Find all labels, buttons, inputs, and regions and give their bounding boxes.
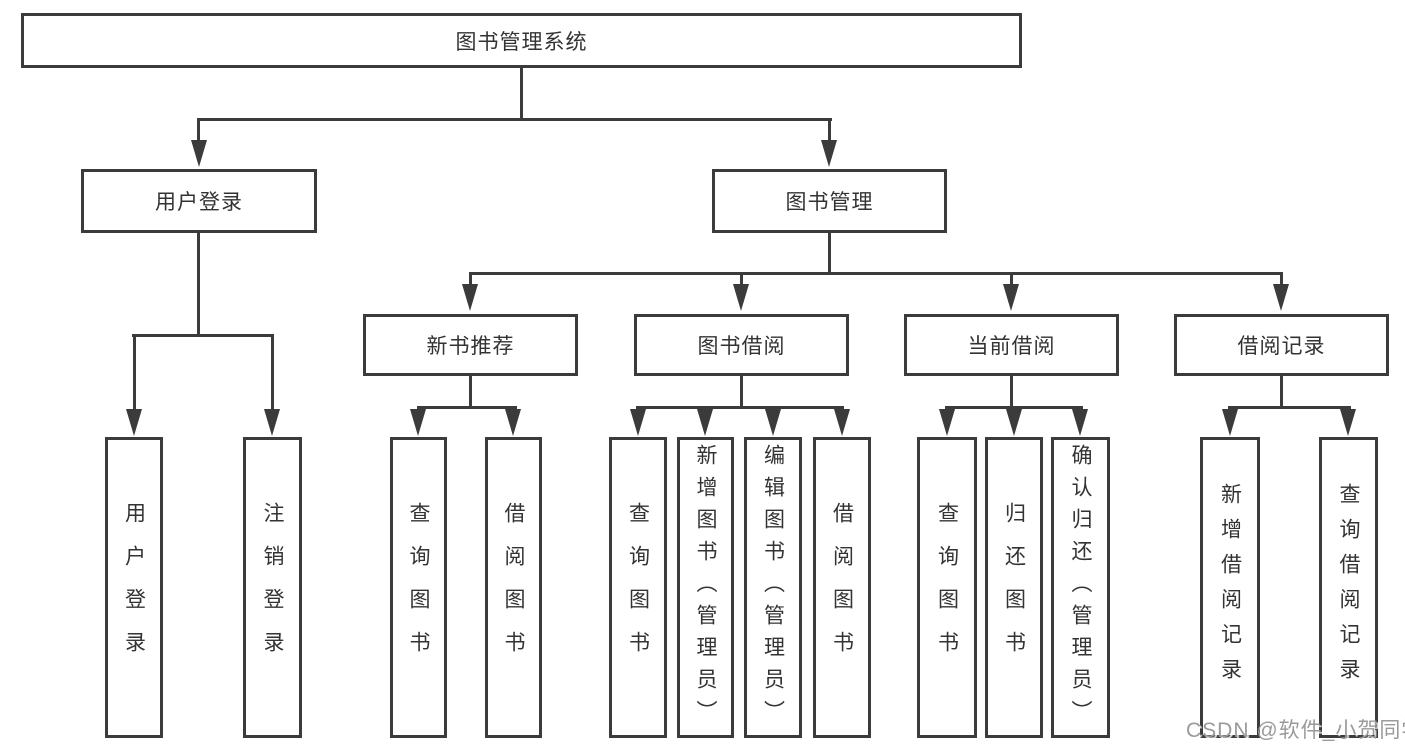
leaf-return-books-label: 归还图书 <box>1002 501 1026 674</box>
node-borrow-records: 借阅记录 <box>1174 314 1389 376</box>
arrow-down-icon <box>126 409 142 436</box>
arrow-down-icon <box>505 409 521 436</box>
leaf-borrow-books: 借阅图书 <box>813 437 871 738</box>
arrow-down-icon <box>733 284 749 311</box>
leaf-borrow-books-label: 借阅图书 <box>830 501 854 674</box>
leaf-query-borrow-record: 查询借阅记录 <box>1319 437 1378 738</box>
leaf-query-books-borrow: 查询图书 <box>609 437 667 738</box>
node-new-book-recommend: 新书推荐 <box>363 314 578 376</box>
connector-records-rail <box>1228 406 1351 409</box>
arrow-down-icon <box>630 409 646 436</box>
arrow-down-icon <box>191 140 207 167</box>
leaf-borrow-books-recommend-label: 借阅图书 <box>502 501 525 674</box>
node-new-book-recommend-label: 新书推荐 <box>426 335 515 358</box>
connector-drop-book-management <box>828 118 831 143</box>
arrow-down-icon <box>1003 284 1019 311</box>
leaf-return-books: 归还图书 <box>985 437 1043 738</box>
connector-drop-recommend <box>469 272 472 286</box>
leaf-confirm-return-admin-label: 确认归还（管理员） <box>1069 443 1092 732</box>
leaf-query-books-recommend-label: 查询图书 <box>407 501 430 674</box>
leaf-user-login: 用户登录 <box>105 437 163 738</box>
leaf-add-book-admin: 新增图书（管理员） <box>677 437 734 738</box>
leaf-add-borrow-record-label: 新增借阅记录 <box>1218 482 1242 693</box>
connector-borrow-stem <box>740 376 743 408</box>
arrow-down-icon <box>1072 409 1088 436</box>
node-user-login: 用户登录 <box>81 169 317 233</box>
leaf-query-books-recommend: 查询图书 <box>390 437 447 738</box>
leaf-logout-label: 注销登录 <box>261 501 284 674</box>
arrow-down-icon <box>1273 284 1289 311</box>
arrow-down-icon <box>1222 409 1238 436</box>
node-book-management-label: 图书管理 <box>785 191 874 214</box>
leaf-add-borrow-record: 新增借阅记录 <box>1200 437 1260 738</box>
arrow-down-icon <box>264 409 280 436</box>
connector-drop-borrow <box>740 272 743 286</box>
leaf-logout: 注销登录 <box>243 437 302 738</box>
leaf-query-borrow-record-label: 查询借阅记录 <box>1337 482 1360 693</box>
leaf-confirm-return-admin: 确认归还（管理员） <box>1051 437 1110 738</box>
leaf-query-books-current-label: 查询图书 <box>935 501 959 674</box>
node-book-borrow-label: 图书借阅 <box>697 335 786 358</box>
node-user-login-label: 用户登录 <box>155 191 243 214</box>
arrow-down-icon <box>410 409 426 436</box>
connector-borrow-rail <box>636 406 844 409</box>
connector-mgmt-rail <box>469 272 1283 275</box>
arrow-down-icon <box>1340 409 1356 436</box>
arrow-down-icon <box>821 140 837 167</box>
connector-login-rail <box>132 334 274 337</box>
arrow-down-icon <box>765 409 781 436</box>
node-current-borrow-label: 当前借阅 <box>967 335 1056 358</box>
leaf-add-book-admin-label: 新增图书（管理员） <box>694 443 717 732</box>
node-borrow-records-label: 借阅记录 <box>1237 335 1326 358</box>
leaf-borrow-books-recommend: 借阅图书 <box>485 437 542 738</box>
leaf-user-login-label: 用户登录 <box>122 501 146 674</box>
arrow-down-icon <box>834 409 850 436</box>
arrow-down-icon <box>462 284 478 311</box>
leaf-edit-book-admin-label: 编辑图书（管理员） <box>761 443 785 732</box>
connector-login-stem <box>197 233 200 336</box>
connector-root-rail <box>197 118 832 121</box>
node-root-label: 图书管理系统 <box>455 30 588 54</box>
arrow-down-icon <box>697 409 713 436</box>
leaf-query-books-current: 查询图书 <box>917 437 977 738</box>
connector-records-stem <box>1280 376 1283 408</box>
connector-drop-user-login <box>197 118 200 143</box>
node-book-borrow: 图书借阅 <box>634 314 849 376</box>
arrow-down-icon <box>939 409 955 436</box>
watermark: CSDN @软件_小贺同学 <box>1186 719 1405 742</box>
connector-drop-leaf <box>271 334 274 412</box>
connector-recommend-rail <box>417 406 517 409</box>
connector-recommend-stem <box>469 376 472 408</box>
leaf-query-books-borrow-label: 查询图书 <box>626 501 650 674</box>
node-root: 图书管理系统 <box>21 13 1022 68</box>
connector-current-stem <box>1010 376 1013 408</box>
node-book-management: 图书管理 <box>712 169 947 233</box>
connector-drop-leaf <box>133 334 136 412</box>
node-current-borrow: 当前借阅 <box>904 314 1119 376</box>
connector-drop-current <box>1010 272 1013 286</box>
connector-root-stem <box>520 68 523 120</box>
leaf-edit-book-admin: 编辑图书（管理员） <box>744 437 802 738</box>
connector-drop-records <box>1280 272 1283 286</box>
connector-mgmt-stem <box>828 233 831 274</box>
arrow-down-icon <box>1006 409 1022 436</box>
